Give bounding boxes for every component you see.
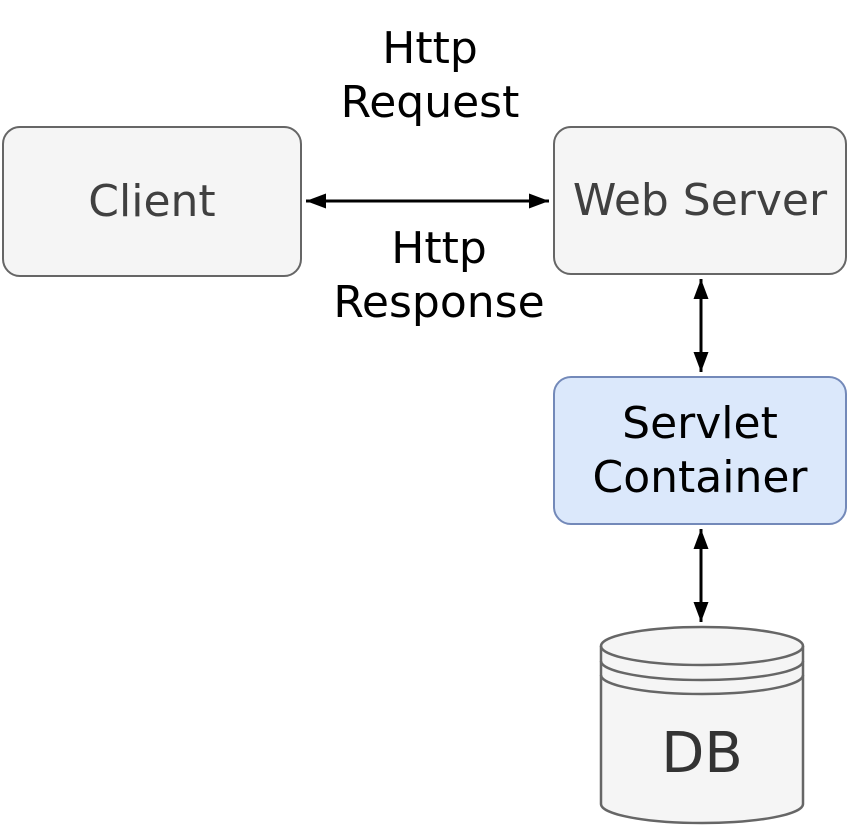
node-db-label: DB bbox=[661, 721, 743, 786]
node-servlet-container-label: Servlet Container bbox=[592, 397, 808, 503]
db-cylinder-shape bbox=[599, 625, 805, 825]
node-servlet-container: Servlet Container bbox=[553, 376, 847, 525]
node-client-label: Client bbox=[88, 175, 216, 227]
node-client: Client bbox=[2, 126, 302, 277]
node-web-server: Web Server bbox=[553, 126, 847, 275]
node-web-server-label: Web Server bbox=[572, 174, 828, 226]
edge-label-http-response: Http Response bbox=[333, 223, 545, 328]
edge-label-http-request: Http Request bbox=[340, 23, 520, 128]
